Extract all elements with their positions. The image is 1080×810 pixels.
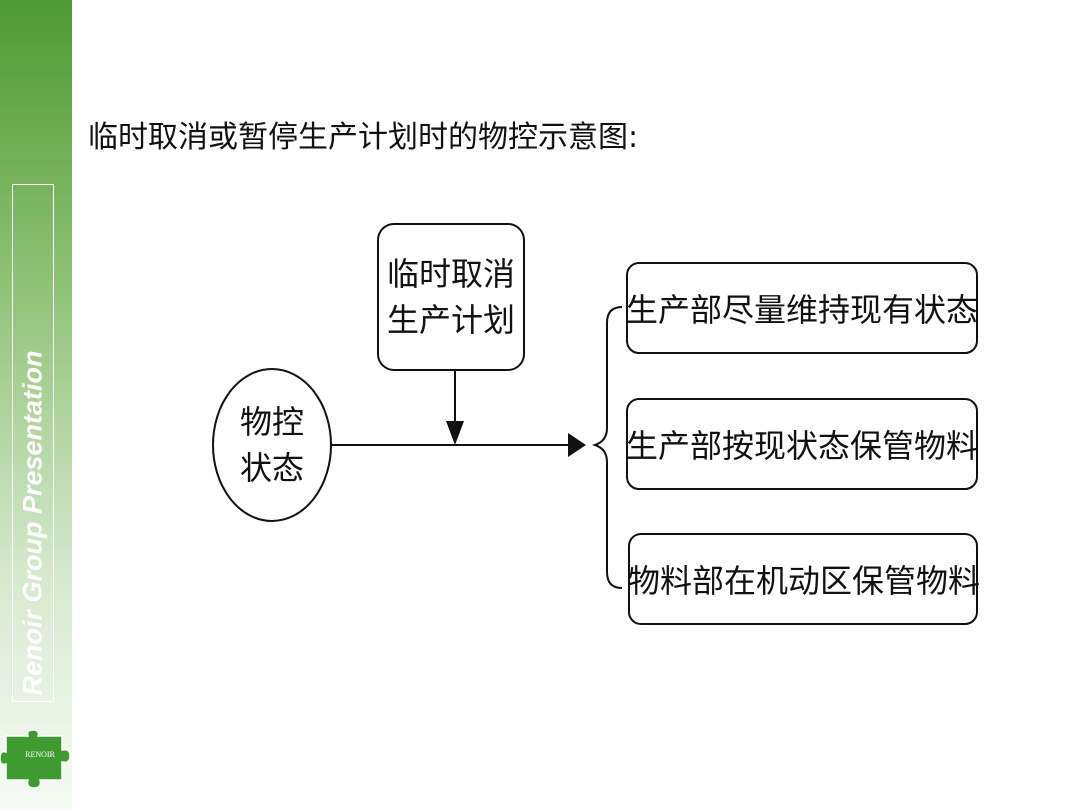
event-node-label: 临时取消 生产计划	[378, 224, 524, 370]
outcome-box-2	[626, 398, 978, 490]
page-title: 临时取消或暂停生产计划时的物控示意图:	[88, 120, 639, 155]
outcome-label-2: 生产部按现状态保管物料	[626, 427, 979, 465]
event-node-line1: 临时取消	[386, 255, 515, 293]
state-node-label: 物控 状态	[213, 370, 331, 520]
outcome-box-3	[628, 533, 978, 625]
outcome-brace	[591, 306, 623, 589]
event-arrow-head	[446, 421, 464, 445]
outcome-box-1	[626, 262, 978, 354]
state-node-line2: 状态	[239, 449, 304, 487]
puzzle-logo-icon	[0, 729, 71, 789]
event-node-line2: 生产计划	[386, 301, 515, 339]
outcome-label-1: 生产部尽量维持现有状态	[626, 291, 979, 329]
main-arrow-head	[568, 433, 586, 457]
state-node-line1: 物控	[239, 403, 304, 441]
outcome-label-3: 物料部在机动区保管物料	[628, 562, 981, 600]
logo-text: RENOIR	[25, 750, 55, 759]
sidebar-frame	[12, 184, 54, 702]
event-node-box	[377, 223, 525, 371]
